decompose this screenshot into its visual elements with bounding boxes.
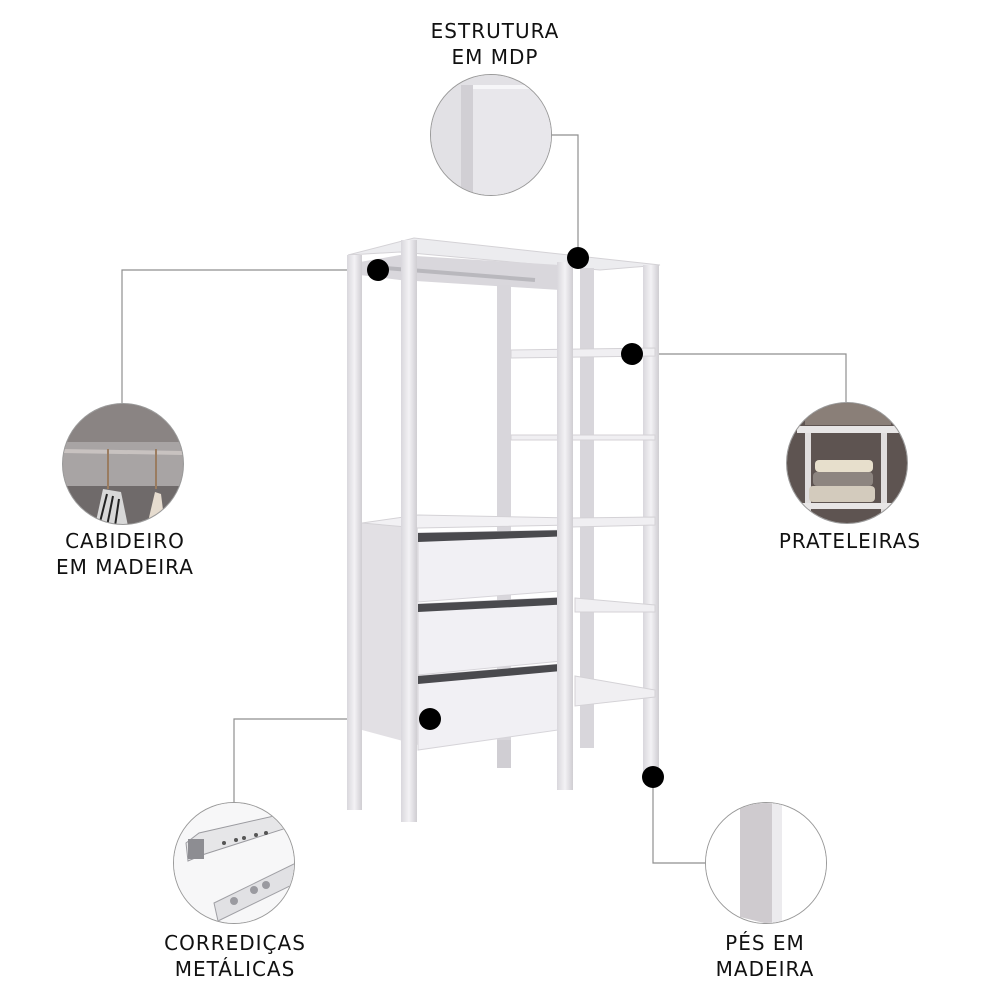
hotspot-corredicas[interactable] bbox=[419, 708, 441, 730]
label-line: EM MADEIRA bbox=[56, 555, 194, 579]
metal-drawer-slide-detail-icon bbox=[173, 802, 295, 924]
label-line: CORREDIÇAS bbox=[164, 931, 306, 955]
hotspot-pes[interactable] bbox=[642, 766, 664, 788]
label-line: MADEIRA bbox=[715, 957, 815, 981]
label-line: PRATELEIRAS bbox=[778, 529, 922, 553]
label-cabideiro: CABIDEIRO EM MADEIRA bbox=[30, 528, 220, 580]
hanging-rail-detail-icon bbox=[62, 403, 184, 525]
label-line: METÁLICAS bbox=[174, 957, 296, 981]
hotspot-estrutura[interactable] bbox=[567, 247, 589, 269]
estrutura-hotspot-cabideiro[interactable] bbox=[367, 259, 389, 281]
label-pes: PÉS EM MADEIRA bbox=[680, 930, 850, 982]
hotspot-prateleiras[interactable] bbox=[621, 343, 643, 365]
mdp-panel-detail-icon bbox=[430, 74, 552, 196]
wooden-leg-detail-icon bbox=[705, 802, 827, 924]
label-line: CABIDEIRO bbox=[65, 529, 185, 553]
label-line: ESTRUTURA bbox=[430, 19, 560, 43]
label-estrutura: ESTRUTURA EM MDP bbox=[410, 18, 580, 70]
label-corredicas: CORREDIÇAS METÁLICAS bbox=[140, 930, 330, 982]
label-prateleiras: PRATELEIRAS bbox=[760, 528, 940, 554]
label-line: PÉS EM bbox=[725, 931, 805, 955]
shelves-detail-icon bbox=[786, 402, 908, 524]
label-line: EM MDP bbox=[451, 45, 539, 69]
